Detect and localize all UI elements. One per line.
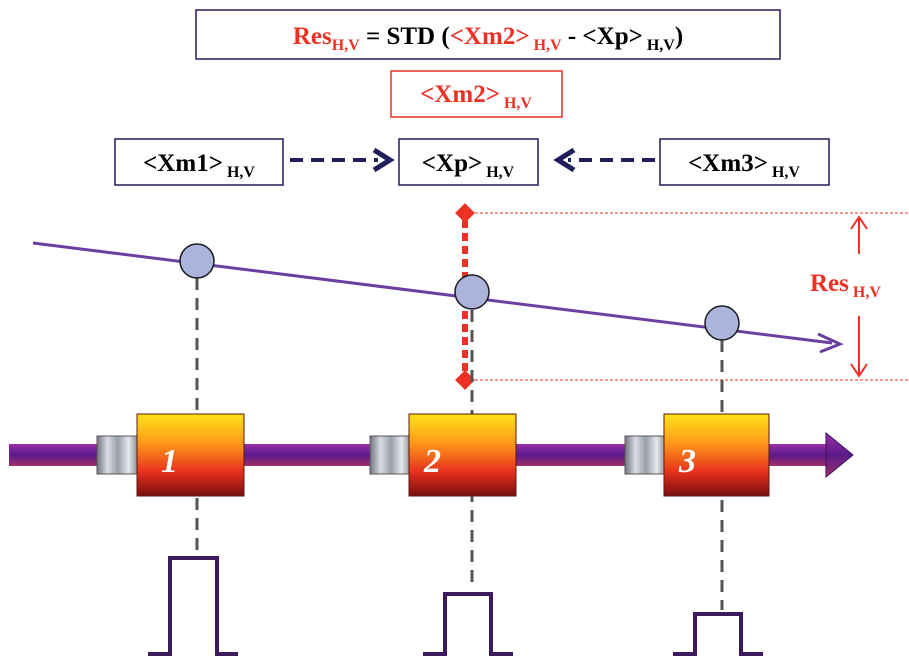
bpm-2: 2 (369, 413, 517, 497)
arrow-xm1-to-xp (290, 147, 395, 173)
lower-diamond-marker (455, 370, 475, 390)
xm1-label: <Xm1> H,V (143, 150, 255, 181)
xm2-box: <Xm2> H,V (390, 70, 563, 118)
bpm1-flange (96, 435, 140, 475)
formula-minus-xp: - <Xp> (562, 23, 643, 50)
bpm2-signal-pulse (423, 592, 513, 656)
bpm2-flange (369, 435, 413, 475)
bpm1-number: 1 (161, 443, 178, 480)
bpm-3: 3 (624, 413, 770, 497)
xp-box: <Xp> H,V (398, 138, 539, 186)
formula-xm2: <Xm2> (450, 23, 530, 50)
bpm3-number: 3 (678, 443, 696, 480)
bpm-1: 1 (96, 413, 245, 497)
formula-close-paren: ) (675, 23, 683, 50)
formula-text: ResH,V = STD (<Xm2> H,V - <Xp> H,V) (293, 23, 683, 54)
formula-box-border (195, 9, 781, 60)
xm2-box-border (390, 70, 563, 118)
formula-xm2-subscript: H,V (530, 37, 562, 54)
bpm1-body (136, 413, 245, 497)
xm3-label: <Xm3> H,V (688, 150, 800, 181)
bpm2-number: 2 (423, 443, 441, 480)
arrow-xm3-to-xp (553, 147, 655, 173)
xm1-box-border (114, 138, 284, 186)
xp-label: <Xp> H,V (422, 150, 515, 181)
xm1-box: <Xm1> H,V (114, 138, 284, 186)
formula-res-subscript: H,V (332, 37, 360, 54)
upper-diamond-marker (455, 203, 475, 223)
bpm1-signal-pulse (148, 556, 238, 656)
xp-box-border (398, 138, 539, 186)
formula-box: ResH,V = STD (<Xm2> H,V - <Xp> H,V) (195, 9, 781, 60)
formula-std: = STD ( (360, 23, 450, 50)
xm3-box-border (659, 138, 830, 186)
formula-res: Res (293, 23, 332, 50)
beam-trajectory (32, 241, 844, 354)
bpm2-position-marker (454, 274, 490, 310)
bpm3-flange (624, 435, 668, 475)
bpm3-signal-pulse (673, 612, 763, 656)
residual-arrow (850, 215, 868, 378)
bpm1-position-marker (179, 243, 215, 279)
bpm3-body (663, 413, 770, 497)
bpm3-position-marker (704, 305, 740, 341)
bpm2-body (408, 413, 517, 497)
formula-xp-subscript: H,V (643, 37, 675, 54)
res-label: Res H,V (810, 270, 881, 301)
xm3-box: <Xm3> H,V (659, 138, 830, 186)
xm2-label: <Xm2> H,V (420, 81, 532, 112)
